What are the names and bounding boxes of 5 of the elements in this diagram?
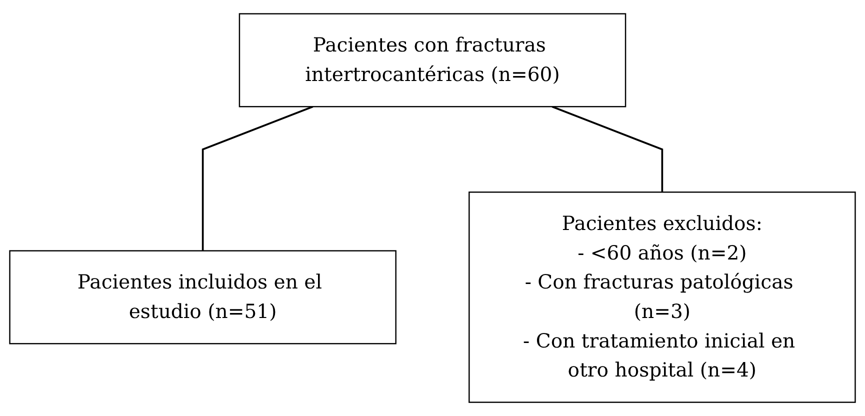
node-box: Pacientes incluidos en el estudio (n=51) [9, 250, 396, 344]
connector [552, 106, 664, 192]
node-box: Pacientes excluidos: - <60 años (n=2) - Con fracturas patológicas (n=3) - Con tratamiento inicial en otro hospital (n=4) [468, 192, 856, 403]
connector [202, 106, 314, 251]
node-box: Pacientes con fracturas intertrocantéricas (n=60) [238, 13, 626, 108]
